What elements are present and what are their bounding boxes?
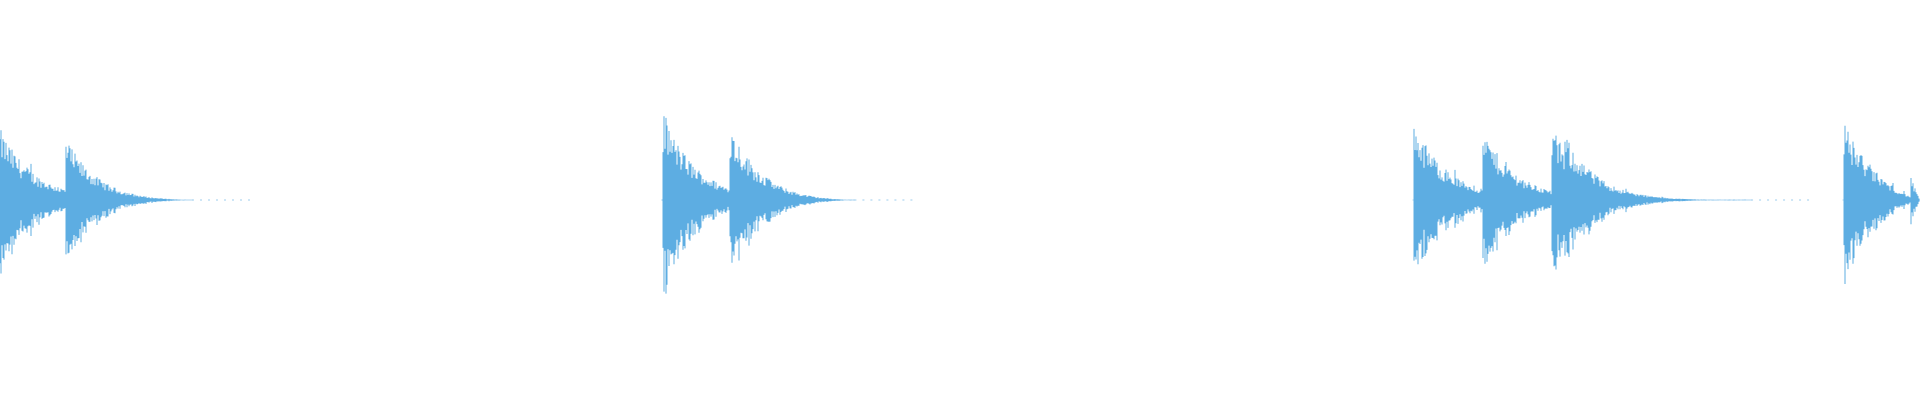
- waveform-burst: [1412, 128, 1752, 270]
- waveform-peaks: [0, 116, 1920, 294]
- waveform-burst: [1842, 125, 1920, 284]
- waveform-burst: [0, 130, 193, 274]
- waveform-burst: [661, 116, 855, 294]
